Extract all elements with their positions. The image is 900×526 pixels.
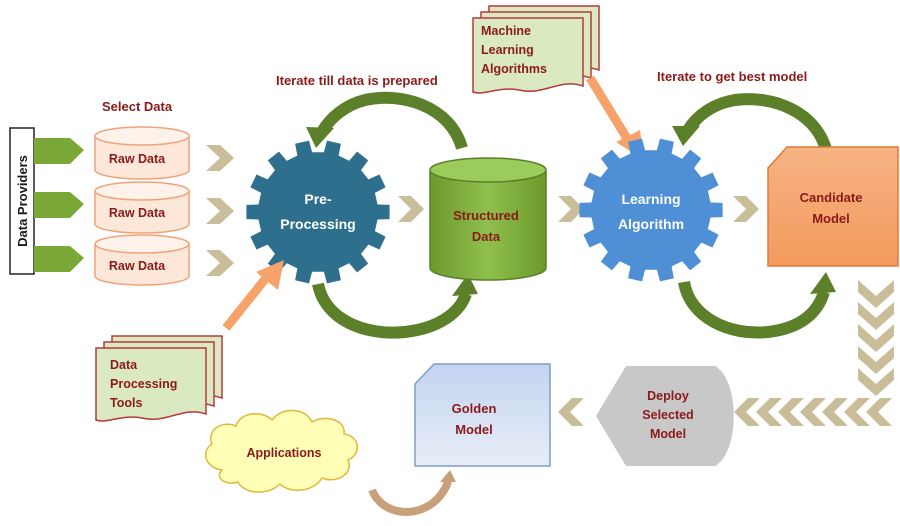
chevron [206,250,234,276]
raw-data-cylinder: Raw Data [94,234,190,286]
raw-data-cylinder: Raw Data [94,181,190,234]
data-providers-box: Data Providers [9,127,35,275]
ml-algorithms-label-3: Algorithms [481,62,547,76]
ml-algorithms-label-1: Machine [481,24,531,38]
raw-data-label: Raw Data [109,259,166,273]
ml-algorithms-document-stack: Machine Learning Algorithms [472,5,600,94]
tools-label-3: Tools [110,396,142,410]
chevron [858,324,894,352]
chevron [398,196,424,222]
candidate-model-shape: Candidate Model [767,146,899,267]
tools-label-2: Processing [110,377,177,391]
deploy-label-2: Selected [642,408,693,422]
golden-model-shape: Golden Model [414,363,551,467]
chevron [206,198,234,224]
chevron [558,398,584,426]
structured-label-1: Structured [453,208,519,223]
chevron [558,196,584,222]
ml-algorithms-label-2: Learning [481,43,534,57]
data-tools-document-stack: Data Processing Tools [95,335,223,422]
raw-data-label: Raw Data [109,152,166,166]
raw-data-cylinder: Raw Data [94,126,190,180]
gear-shape [579,138,723,282]
tools-to-preprocessing-arrowhead [256,260,284,290]
candidate-label-1: Candidate [800,190,863,205]
chevron [858,280,894,308]
chevron [800,398,826,426]
chevron [822,398,848,426]
chevron [858,346,894,374]
preprocessing-label-2: Processing [280,216,355,232]
learning-algorithm-gear: Learning Algorithm [579,138,723,282]
tools-to-preprocessing-arrow [222,275,270,331]
applications-to-golden-arrow [368,470,456,516]
structured-data-cylinder: Structured Data [429,157,547,281]
iterate-model-top-arrow [672,93,834,160]
deploy-left-chevrons [734,398,892,426]
iterate-model-bottom-arrow [678,272,836,339]
chevron [858,368,894,396]
iterate-data-bottom-arrow [312,274,478,339]
raw-data-label: Raw Data [109,206,166,220]
data-providers-label: Data Providers [15,155,30,247]
provider-tab [34,246,84,272]
learning-label-2: Algorithm [618,216,684,232]
candidate-label-2: Model [812,211,850,226]
golden-label-1: Golden [452,401,497,416]
chevron [756,398,782,426]
chevron [866,398,892,426]
deploy-label-3: Model [650,427,686,441]
chevron [778,398,804,426]
applications-cloud: Applications [204,409,358,493]
tools-label-1: Data [110,358,138,372]
deploy-model-shape: Deploy Selected Model [596,366,734,466]
candidate-down-chevrons [858,280,894,396]
iterate-data-top-arrow [306,91,468,150]
iterate-data-caption: Iterate till data is prepared [276,73,438,88]
select-data-caption: Select Data [102,99,173,114]
chevron [858,302,894,330]
golden-label-2: Model [455,422,493,437]
provider-tabs [34,138,84,272]
raw-data-chevrons [206,145,234,276]
ml-to-learning-arrow [586,75,632,143]
chevron [206,145,234,171]
preprocessing-label-1: Pre- [304,191,332,207]
chevron [734,398,760,426]
chevron [844,398,870,426]
applications-label: Applications [246,446,321,460]
preprocessing-gear: Pre- Processing [246,140,390,284]
provider-tab [34,138,84,164]
gear-shape [246,140,390,284]
iterate-model-caption: Iterate to get best model [657,69,807,84]
learning-label-1: Learning [621,191,680,207]
structured-label-2: Data [472,229,501,244]
chevron [733,196,759,222]
provider-tab [34,192,84,218]
deploy-label-1: Deploy [647,389,689,403]
